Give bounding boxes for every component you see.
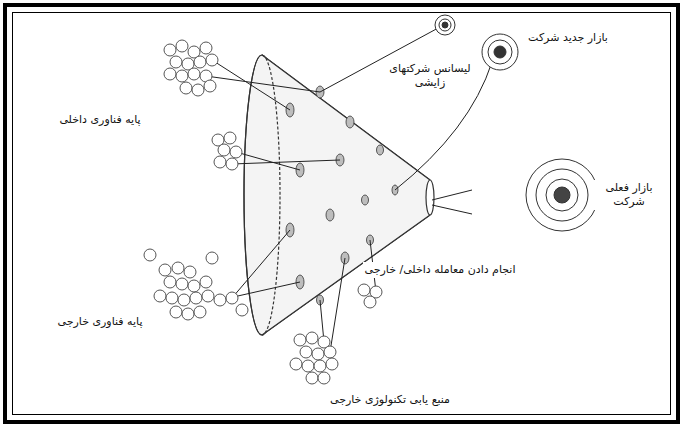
callout-label: لیسانس شرکتهای زایشی	[387, 61, 473, 92]
callout-label: بازار فعلی شرکت	[591, 180, 667, 211]
callout-label: منبع یابی تکنولوژی خارجی	[328, 392, 452, 408]
callout-label: پایه فناوری خارجی	[56, 314, 145, 330]
callout-label: بازار جدید شرکت	[526, 30, 610, 46]
callout-label: پایه فناوری داخلی	[57, 112, 142, 128]
callout-label: انجام دادن معامله داخلی/ خارجی	[363, 262, 518, 278]
